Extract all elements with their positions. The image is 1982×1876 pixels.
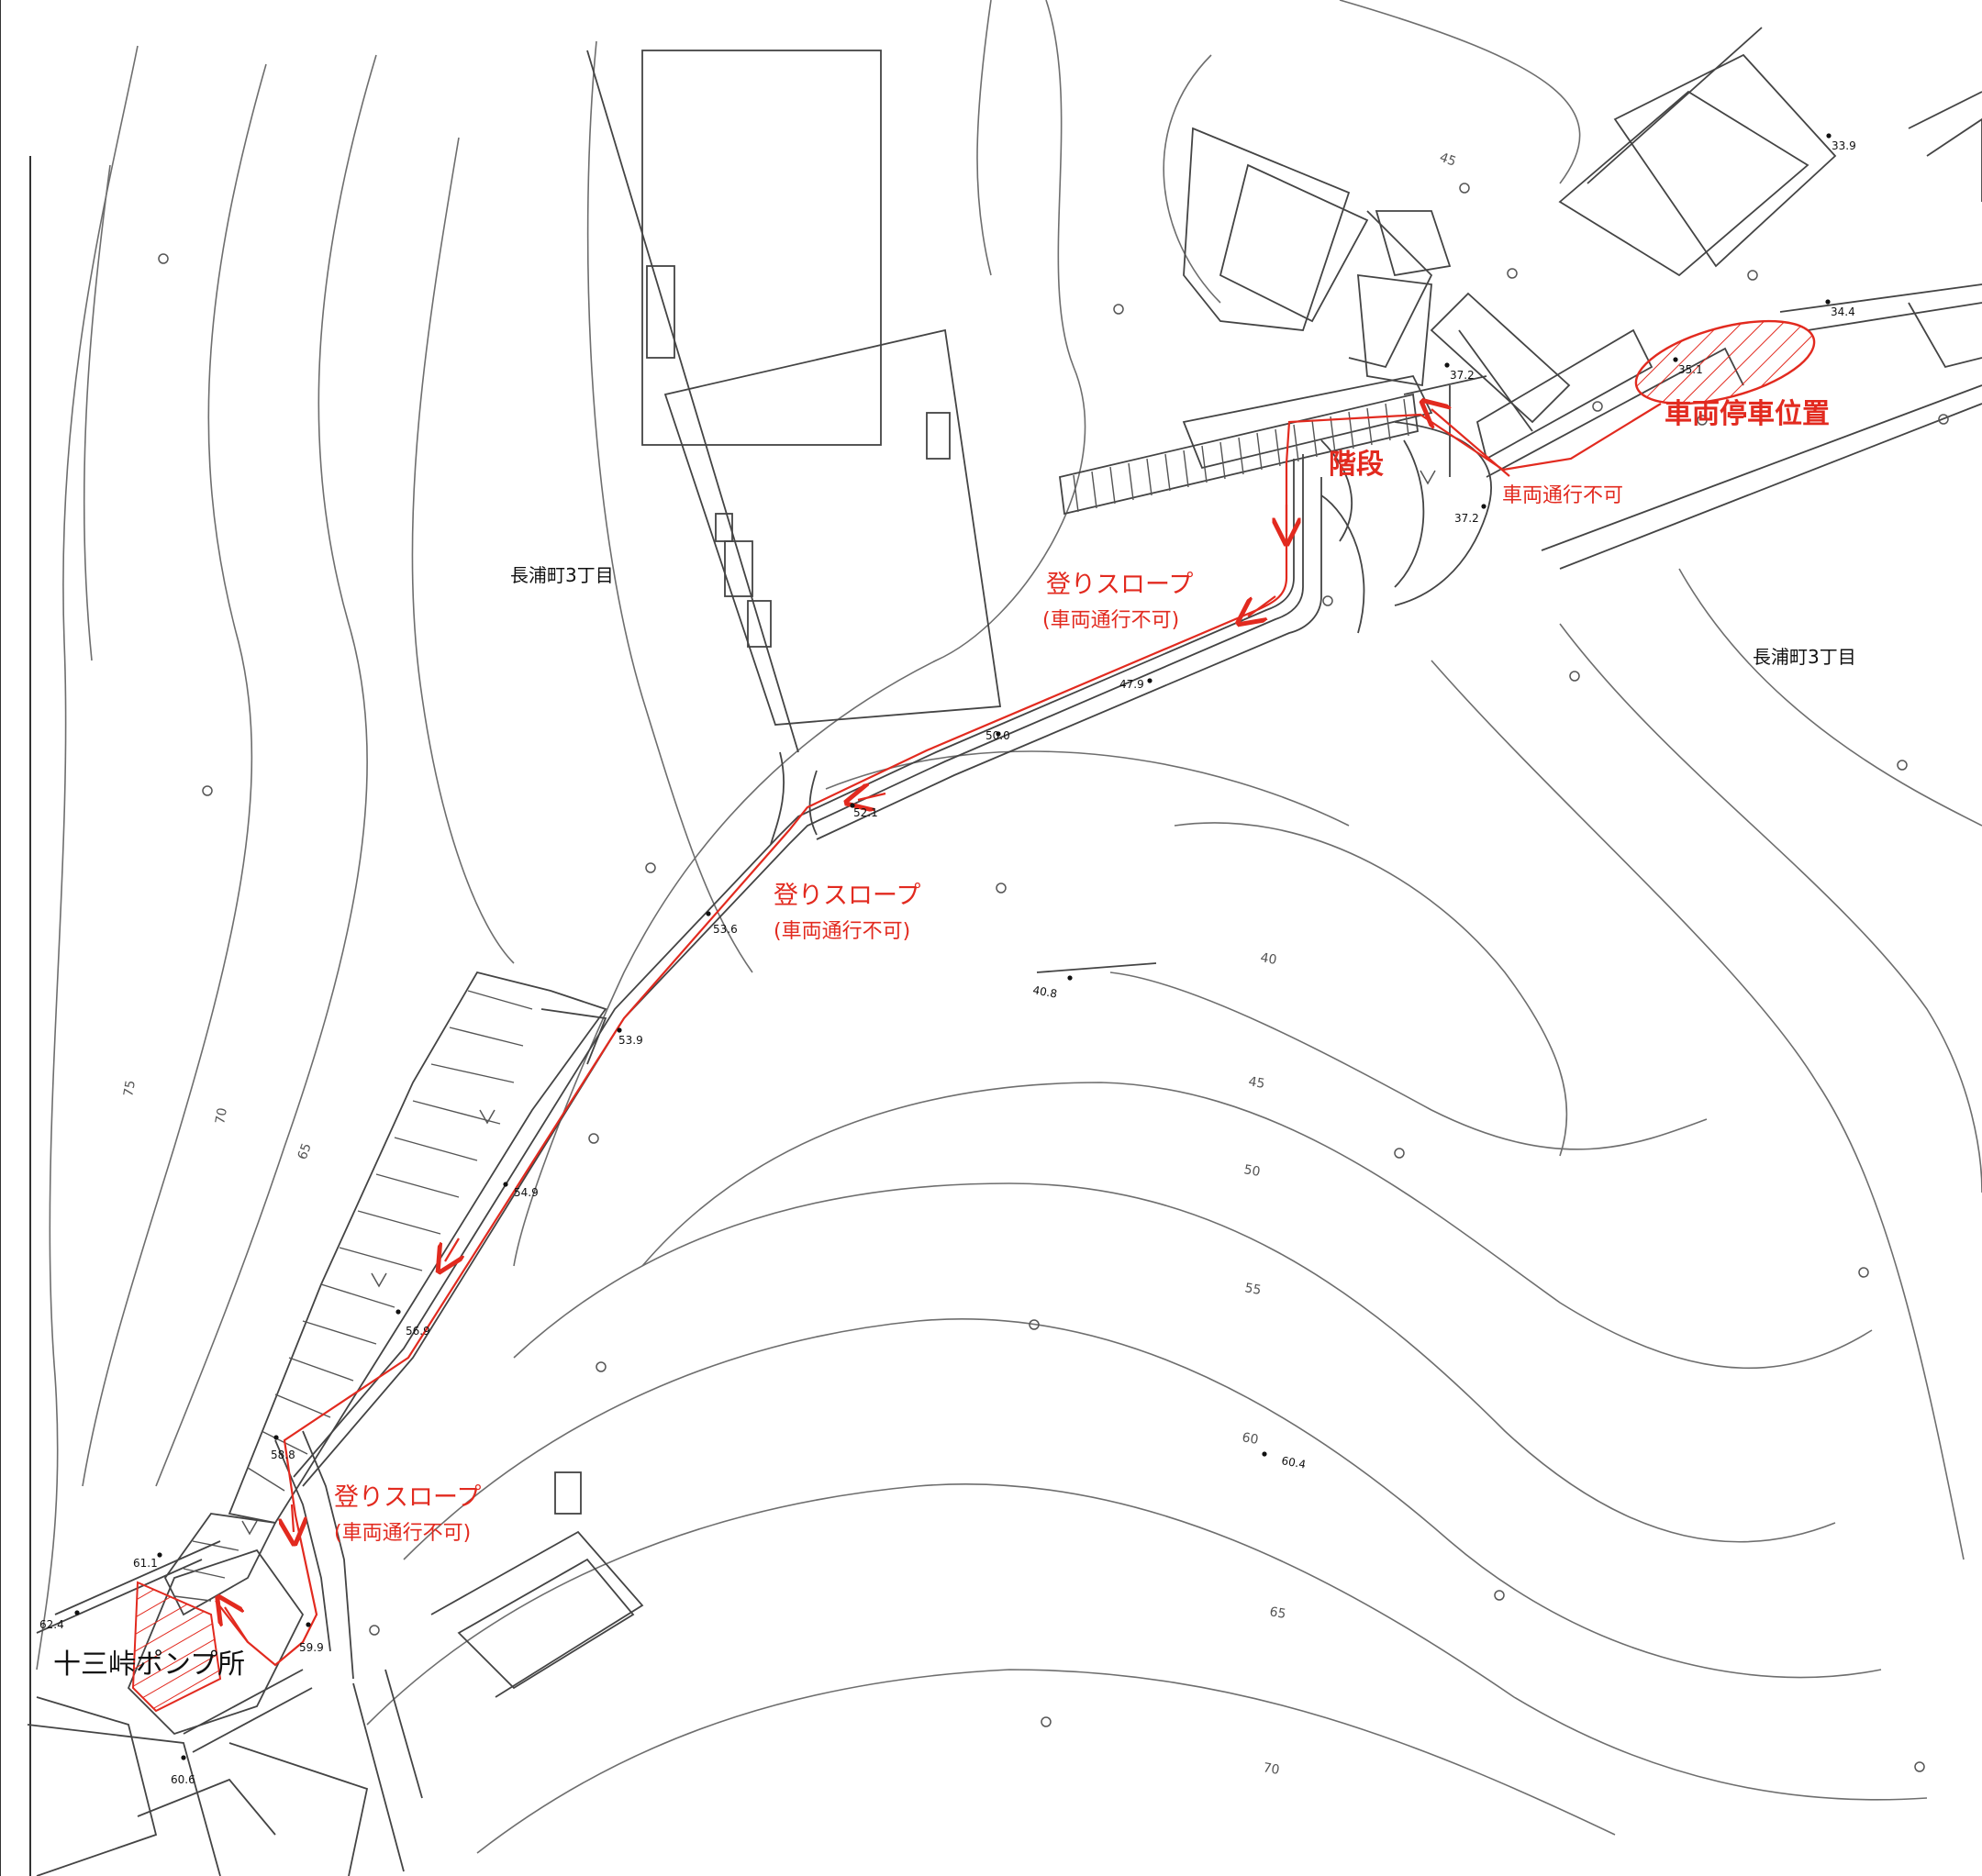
spot-height-label: 40.8 [1031, 983, 1058, 1000]
contour-label: 40 [1259, 950, 1277, 968]
stairs [1059, 210, 1452, 516]
spot-height-label: 47.9 [1119, 678, 1144, 691]
spot-height-label: 35.1 [1678, 363, 1703, 376]
spot-height-label: 60.4 [1280, 1454, 1307, 1471]
path-edges [36, 421, 1492, 1753]
contour-label: 45 [1247, 1074, 1265, 1092]
no-vehicle-label: 車両通行不可 [1502, 484, 1623, 507]
vehicle-stop-area [1634, 319, 1816, 405]
vehicle-stop-label: 車両停車位置 [1665, 398, 1830, 430]
facility-label: 十三峠ポンプ所 [53, 1648, 245, 1681]
slope-label-2: 登りスロープ [774, 882, 920, 910]
spot-height-label: 61.1 [133, 1557, 158, 1570]
contour-label: 65 [295, 1141, 315, 1161]
structures [27, 27, 1982, 1876]
area-label-west: 長浦町3丁目 [510, 564, 614, 586]
stairs-label: 階段 [1329, 449, 1384, 481]
area-label-east: 長浦町3丁目 [1753, 646, 1856, 668]
slope-note-1: (車両通行不可) [1042, 609, 1179, 632]
route-arrow-icon [1431, 409, 1510, 477]
slope-v-icon [241, 470, 1436, 1536]
spot-height-label: 58.8 [271, 1449, 295, 1461]
contour-values: 45 40 45 50 55 60 65 70 75 70 65 [121, 150, 1458, 1778]
slope-note-3: (車両通行不可) [334, 1522, 471, 1545]
spot-height-label: 54.9 [514, 1186, 539, 1199]
slope-label-1: 登りスロープ [1046, 571, 1193, 599]
spot-height-label: 60.6 [171, 1773, 195, 1786]
contour-label: 50 [1242, 1162, 1261, 1180]
spot-height-label: 52.1 [853, 806, 878, 819]
slope-label-3: 登りスロープ [334, 1483, 481, 1512]
contour-label: 75 [121, 1079, 139, 1097]
contour-label: 45 [1438, 150, 1458, 170]
spot-height-label: 53.9 [618, 1034, 643, 1047]
contour-label: 60 [1241, 1430, 1259, 1448]
spot-height-label: 56.9 [406, 1325, 430, 1338]
spot-height-label: 37.2 [1454, 512, 1479, 525]
contour-lines-east [366, 0, 1982, 1854]
spot-heights: 33.9 34.4 35.1 37.2 37.2 47.9 50.0 52.1 … [39, 139, 1856, 1786]
contour-label: 70 [1262, 1760, 1280, 1778]
route-lines [131, 319, 1816, 1713]
spot-height-label: 33.9 [1832, 139, 1856, 152]
spot-height-label: 34.4 [1831, 305, 1855, 318]
spot-height-label: 50.0 [985, 729, 1010, 742]
spot-height-dots [74, 133, 1832, 1760]
contour-label: 65 [1268, 1604, 1286, 1622]
embankment [163, 971, 607, 1616]
slope-note-2: (車両通行不可) [774, 920, 910, 943]
contour-lines-west [36, 40, 753, 1671]
spot-height-label: 37.2 [1450, 369, 1475, 382]
tree-symbol-icon [158, 183, 1949, 1772]
spot-height-label: 62.4 [39, 1618, 64, 1631]
contour-label: 55 [1243, 1281, 1262, 1298]
contour-label: 70 [213, 1106, 230, 1125]
spot-height-label: 59.9 [299, 1641, 324, 1654]
spot-height-label: 53.6 [713, 923, 738, 936]
